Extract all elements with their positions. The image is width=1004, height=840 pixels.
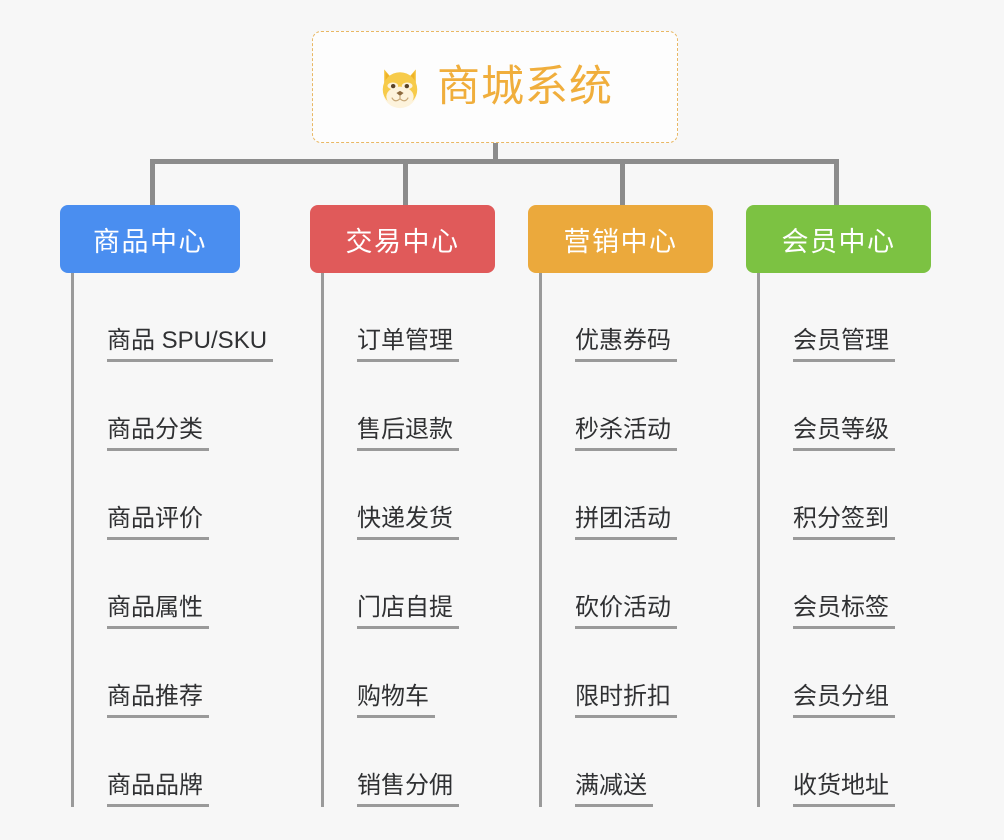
list-item[interactable]: 会员等级 (760, 362, 931, 451)
shiba-inu-dog-face-icon (382, 69, 418, 109)
list-item[interactable]: 拼团活动 (542, 451, 713, 540)
leaf-label: 商品品牌 (107, 772, 209, 807)
connector-drop-4 (834, 159, 839, 207)
list-item[interactable]: 订单管理 (324, 273, 495, 362)
category-header-4[interactable]: 会员中心 (746, 205, 931, 273)
branch-column-3: 营销中心 优惠券码 秒杀活动 拼团活动 砍价活动 限时折扣 满减送 (528, 205, 713, 807)
leaf-label: 门店自提 (357, 594, 459, 629)
branch-column-2: 交易中心 订单管理 售后退款 快递发货 门店自提 购物车 销售分佣 (310, 205, 495, 807)
list-item[interactable]: 商品 SPU/SKU (74, 273, 274, 362)
leaf-label: 收货地址 (793, 772, 895, 807)
leaf-list-4: 会员管理 会员等级 积分签到 会员标签 会员分组 收货地址 (757, 273, 931, 807)
leaf-label: 满减送 (575, 772, 653, 807)
leaf-label: 售后退款 (357, 416, 459, 451)
category-header-3[interactable]: 营销中心 (528, 205, 713, 273)
list-item[interactable]: 商品评价 (74, 451, 240, 540)
list-item[interactable]: 购物车 (324, 629, 495, 718)
list-item[interactable]: 门店自提 (324, 540, 495, 629)
list-item[interactable]: 商品品牌 (74, 718, 240, 807)
leaf-label: 订单管理 (357, 327, 459, 362)
leaf-label: 砍价活动 (575, 594, 677, 629)
leaf-label: 商品 SPU/SKU (107, 327, 274, 362)
category-title-1: 商品中心 (93, 226, 207, 257)
leaf-label: 会员分组 (793, 683, 895, 718)
list-item[interactable]: 会员标签 (760, 540, 931, 629)
leaf-label: 积分签到 (793, 505, 895, 540)
list-item[interactable]: 销售分佣 (324, 718, 495, 807)
list-item[interactable]: 限时折扣 (542, 629, 713, 718)
connector-drop-1 (150, 159, 155, 207)
root-node[interactable]: 商城系统 (312, 31, 678, 143)
leaf-label: 购物车 (357, 683, 435, 718)
category-title-2: 交易中心 (345, 226, 460, 257)
list-item[interactable]: 优惠券码 (542, 273, 713, 362)
branch-column-1: 商品中心 商品 SPU/SKU 商品分类 商品评价 商品属性 商品推荐 商品品牌 (60, 205, 274, 807)
list-item[interactable]: 会员分组 (760, 629, 931, 718)
list-item[interactable]: 积分签到 (760, 451, 931, 540)
leaf-label: 拼团活动 (575, 505, 677, 540)
category-title-4: 会员中心 (781, 226, 896, 257)
leaf-list-2: 订单管理 售后退款 快递发货 门店自提 购物车 销售分佣 (321, 273, 495, 807)
list-item[interactable]: 秒杀活动 (542, 362, 713, 451)
leaf-list-1: 商品 SPU/SKU 商品分类 商品评价 商品属性 商品推荐 商品品牌 (71, 273, 274, 807)
leaf-label: 会员标签 (793, 594, 895, 629)
leaf-label: 销售分佣 (357, 772, 459, 807)
leaf-label: 优惠券码 (575, 327, 677, 362)
leaf-label: 商品分类 (107, 416, 209, 451)
category-title-3: 营销中心 (563, 226, 678, 257)
leaf-label: 秒杀活动 (575, 416, 677, 451)
leaf-label: 快递发货 (357, 505, 459, 540)
connector-drop-2 (403, 159, 408, 207)
leaf-label: 会员管理 (793, 327, 895, 362)
leaf-label: 商品属性 (107, 594, 209, 629)
connector-horizontal-bus (150, 159, 839, 164)
list-item[interactable]: 砍价活动 (542, 540, 713, 629)
list-item[interactable]: 商品推荐 (74, 629, 240, 718)
category-header-2[interactable]: 交易中心 (310, 205, 495, 273)
root-title: 商城系统 (437, 62, 613, 111)
leaf-list-3: 优惠券码 秒杀活动 拼团活动 砍价活动 限时折扣 满减送 (539, 273, 713, 807)
leaf-label: 商品评价 (107, 505, 209, 540)
list-item[interactable]: 会员管理 (760, 273, 931, 362)
leaf-label: 会员等级 (793, 416, 895, 451)
category-header-1[interactable]: 商品中心 (60, 205, 240, 273)
list-item[interactable]: 商品属性 (74, 540, 240, 629)
connector-root-stem (493, 143, 498, 163)
list-item[interactable]: 收货地址 (760, 718, 931, 807)
list-item[interactable]: 售后退款 (324, 362, 495, 451)
leaf-label: 限时折扣 (575, 683, 677, 718)
connector-drop-3 (620, 159, 625, 207)
list-item[interactable]: 商品分类 (74, 362, 240, 451)
branch-column-4: 会员中心 会员管理 会员等级 积分签到 会员标签 会员分组 收货地址 (746, 205, 931, 807)
leaf-label: 商品推荐 (107, 683, 209, 718)
list-item[interactable]: 快递发货 (324, 451, 495, 540)
list-item[interactable]: 满减送 (542, 718, 713, 807)
